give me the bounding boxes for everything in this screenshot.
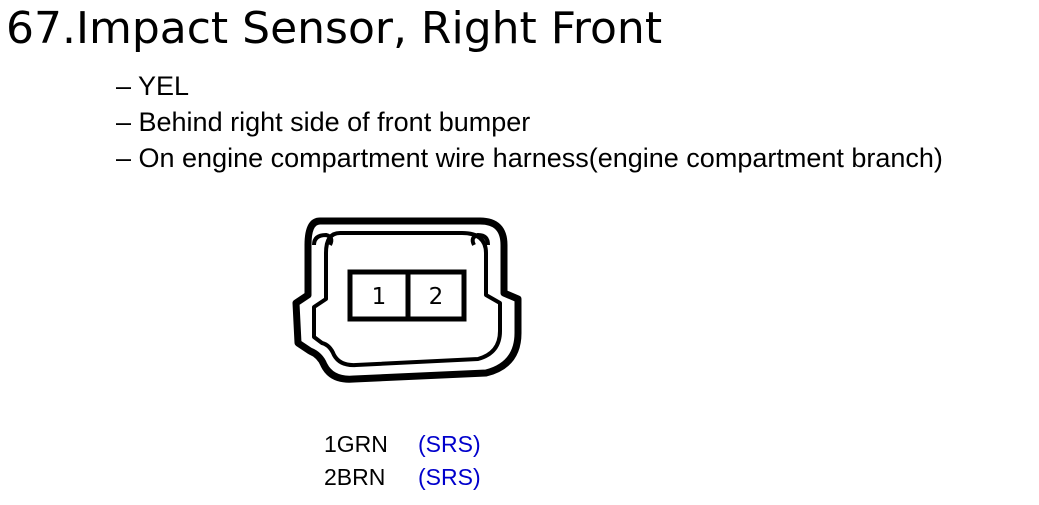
latch-hook-left: [312, 232, 334, 246]
pin-number-1: 1: [372, 284, 387, 310]
pin-code: 2BRN: [324, 464, 386, 490]
pin-assignment-list: 1GRN (SRS) 2BRN (SRS): [324, 428, 481, 494]
connector-harness: – On engine compartment wire harness(eng…: [116, 143, 943, 173]
pin-circuit: (SRS): [418, 431, 481, 457]
connector-details: – YEL – Behind right side of front bumpe…: [116, 68, 943, 176]
pin-row-1: 1GRN (SRS): [324, 428, 481, 461]
latch-hook-right: [470, 232, 490, 246]
pin-cavity-2: [405, 269, 467, 322]
connector-color: – YEL: [116, 71, 190, 101]
pin-code: 1GRN: [324, 431, 388, 457]
pin-number-2: 2: [429, 284, 444, 310]
pin-row-2: 2BRN (SRS): [324, 461, 481, 494]
page-title: 67.Impact Sensor, Right Front: [6, 3, 663, 54]
connector-diagram: 1 2: [292, 217, 522, 383]
pin-circuit: (SRS): [418, 464, 481, 490]
connector-housing-outer: [292, 217, 522, 383]
connector-location: – Behind right side of front bumper: [116, 107, 531, 137]
connector-housing-inner: [312, 231, 502, 368]
